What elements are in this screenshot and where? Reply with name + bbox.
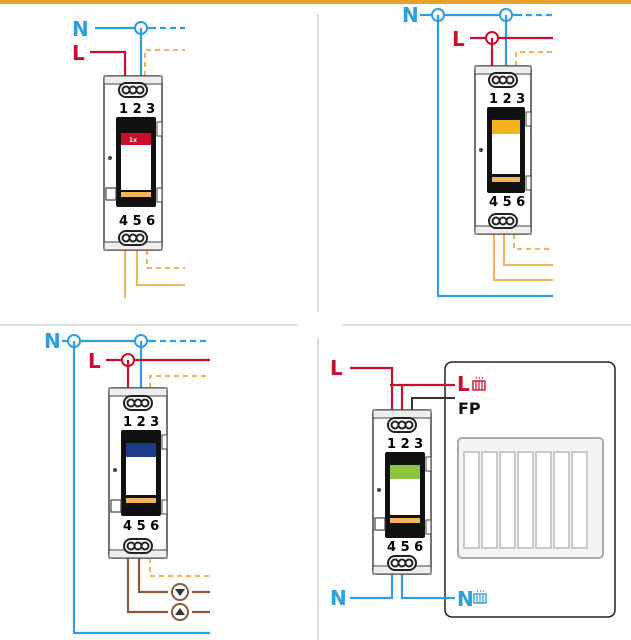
panel-3: N L 1 2 3 4 5 6 bbox=[44, 329, 210, 635]
screw-terminal-icon bbox=[118, 82, 148, 98]
heater-live-label: L bbox=[457, 372, 470, 396]
terminal-numbers-bottom: 4 5 6 bbox=[119, 214, 155, 229]
panel-4: L FP L N N 1 2 3 4 5 6 bbox=[330, 356, 616, 618]
panel-2: N L 1 2 3 4 5 6 bbox=[402, 3, 553, 298]
terminal-numbers-top: 1 2 3 bbox=[387, 437, 423, 452]
screw-terminal-icon bbox=[488, 213, 518, 229]
live-label: L bbox=[330, 356, 343, 380]
terminal-numbers-bottom: 4 5 6 bbox=[387, 540, 423, 555]
neutral-label: N bbox=[330, 586, 347, 610]
terminal-numbers-top: 1 2 3 bbox=[489, 92, 525, 107]
live-label: L bbox=[452, 27, 465, 51]
pilot-wire-label: FP bbox=[458, 399, 481, 418]
screw-terminal-icon bbox=[488, 72, 518, 88]
terminal-numbers-top: 1 2 3 bbox=[119, 102, 155, 117]
down-arrow-icon bbox=[171, 583, 189, 601]
terminal-numbers-top: 1 2 3 bbox=[123, 415, 159, 430]
panel-1: N L 1 2 3 1x 4 5 6 bbox=[72, 17, 185, 298]
radiator bbox=[457, 437, 604, 559]
up-arrow-icon bbox=[171, 603, 189, 621]
top-accent-bar bbox=[0, 0, 631, 4]
screen-mode-label: 1x bbox=[129, 137, 137, 144]
screw-terminal-icon bbox=[123, 395, 153, 411]
screw-terminal-icon bbox=[118, 230, 148, 246]
heater-neutral-label: N bbox=[457, 587, 474, 611]
terminal-numbers-bottom: 4 5 6 bbox=[489, 195, 525, 210]
screw-terminal-icon bbox=[387, 555, 417, 571]
neutral-label: N bbox=[44, 329, 61, 353]
neutral-label: N bbox=[402, 3, 419, 27]
live-label: L bbox=[88, 349, 101, 373]
neutral-label: N bbox=[72, 17, 89, 41]
screw-terminal-icon bbox=[123, 538, 153, 554]
terminal-numbers-bottom: 4 5 6 bbox=[123, 519, 159, 534]
screw-terminal-icon bbox=[387, 417, 417, 433]
live-label: L bbox=[72, 41, 85, 65]
